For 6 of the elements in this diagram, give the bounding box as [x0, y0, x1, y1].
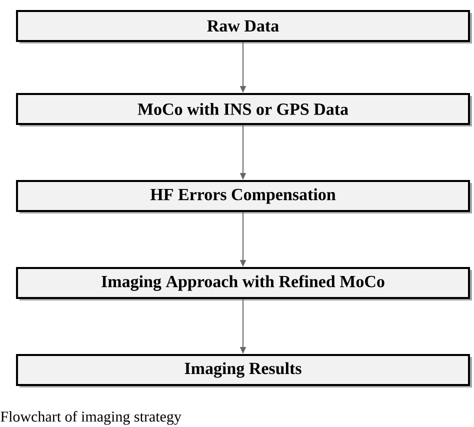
process-box: Raw Data	[16, 10, 472, 44]
caption: Flowchart of imaging strategy	[0, 411, 182, 425]
process-box: HF Errors Compensation	[16, 180, 472, 214]
process-box: MoCo with INS or GPS Data	[16, 93, 472, 126]
process-box: Imaging Approach with Refined MoCo	[16, 266, 472, 300]
process-box: Imaging Results	[16, 354, 472, 388]
